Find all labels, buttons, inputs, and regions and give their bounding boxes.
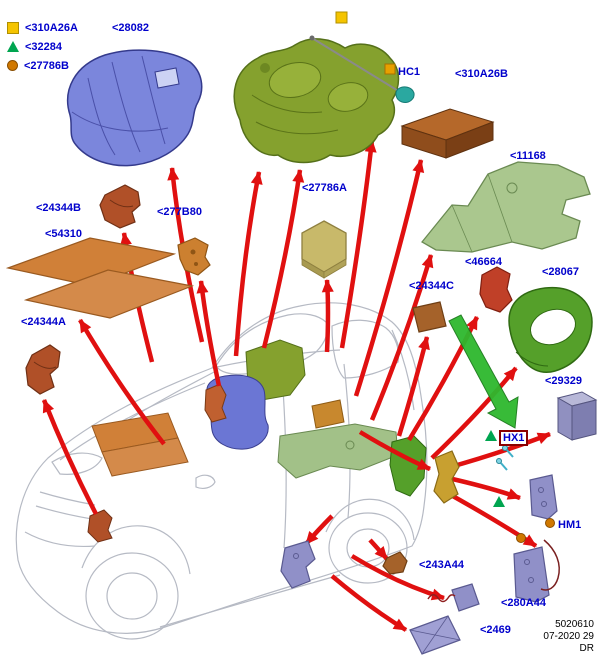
arrow-bracket-bottom (304, 514, 334, 546)
part-277b80 (177, 237, 211, 276)
part-310a26b (400, 108, 495, 159)
installed-floor-panel (277, 423, 399, 479)
arrow-24344a (41, 399, 98, 516)
part-label-243a44[interactable]: <243A44 (419, 559, 464, 571)
installed-bracket-orange (204, 383, 227, 423)
part-28082 (66, 49, 203, 167)
green-triangle-marker-2 (493, 496, 505, 507)
arrow-310a26b (353, 159, 425, 397)
part-label-24344c[interactable]: <24344C (409, 280, 454, 292)
arrow-27786a (321, 279, 334, 353)
arrow-cowl-yellow (358, 430, 431, 472)
orange-circle-marker-2 (516, 533, 526, 543)
arrow-24344c (396, 336, 430, 437)
doc-code: DR (579, 643, 594, 654)
arrow-277b80 (196, 280, 222, 387)
part-label-277b80[interactable]: <277B80 (157, 206, 202, 218)
orange-square-marker-hc1 (384, 63, 396, 75)
arrow-28067 (430, 366, 518, 460)
installed-rocker-red (87, 509, 113, 543)
part-11168 (421, 161, 591, 253)
legend-item: <310A26A (7, 18, 78, 37)
installed-pad-orange (311, 399, 345, 429)
symbol-markers (335, 11, 555, 543)
orange-circle-icon (7, 60, 18, 71)
part-dash-insulator (233, 38, 400, 164)
part-24344b (99, 184, 141, 229)
arrow-29329 (446, 431, 551, 471)
installed-sheet-2 (101, 437, 189, 477)
green-triangle-icon (7, 41, 19, 52)
part-panel-right (529, 474, 558, 520)
antenna-rod (309, 35, 415, 103)
hc1-grommet (395, 86, 415, 103)
footer: 5020610 07-2020 29 DR (543, 619, 594, 655)
doc-revision: 07-2020 29 (543, 631, 594, 642)
part-280a44 (427, 583, 480, 612)
part-label-hc1[interactable]: HC1 (398, 66, 421, 78)
part-label-46664[interactable]: <46664 (465, 256, 503, 268)
car-wireframe (15, 302, 428, 640)
legend-label: <32284 (25, 40, 63, 53)
part-label-54310[interactable]: <54310 (45, 228, 83, 240)
part-cowl-yellow (433, 450, 460, 504)
part-label-hx1[interactable]: HX1 (499, 430, 529, 446)
arrow-54310 (78, 318, 166, 446)
installed-quarter-green (389, 435, 427, 497)
part-2469 (409, 615, 461, 655)
part-label-29329[interactable]: <29329 (545, 375, 583, 387)
arrow-antenna (339, 139, 377, 349)
exploded-parts (5, 38, 598, 655)
screw-icon (496, 458, 508, 471)
legend: <310A26A <32284 <27786B (7, 18, 78, 75)
installed-parts (87, 339, 427, 543)
part-bracket-bottom (280, 540, 316, 589)
legend-label: <27786B (24, 59, 69, 72)
part-label-hm1[interactable]: HM1 (558, 519, 582, 531)
yellow-square-marker (335, 11, 348, 24)
part-54310 (5, 237, 195, 319)
part-hm1-panel (513, 539, 560, 603)
legend-label: <310A26A (25, 21, 78, 34)
installed-floor-panel-hole (345, 440, 355, 450)
part-46664 (479, 266, 513, 313)
part-label-11168[interactable]: <11168 (510, 150, 546, 162)
part-label-24344b[interactable]: <24344B (36, 202, 81, 214)
arrow-dash-mid (261, 169, 305, 349)
arrow-dash-left (233, 171, 263, 357)
legend-item: <27786B (7, 56, 78, 75)
green-triangle-marker-hx1 (485, 430, 497, 441)
legend-item: <32284 (7, 37, 78, 56)
highlight-arrow (448, 314, 519, 429)
yellow-square-icon (7, 21, 19, 34)
arrow-11168 (369, 254, 434, 421)
part-27786a (301, 220, 347, 279)
part-label-2469[interactable]: <2469 (480, 624, 511, 636)
part-label-28067[interactable]: <28067 (542, 266, 580, 278)
doc-number: 5020610 (555, 619, 594, 630)
part-label-27786a[interactable]: <27786A (302, 182, 347, 194)
part-24344a (25, 344, 61, 395)
part-label-280a44[interactable]: <280A44 (501, 597, 546, 609)
part-24344c (412, 301, 447, 333)
part-label-28082[interactable]: <28082 (112, 22, 150, 34)
part-29329 (556, 391, 598, 441)
arrow-243a44 (368, 538, 389, 561)
orange-circle-marker-hm1 (545, 518, 555, 528)
part-243a44 (382, 551, 408, 575)
arrow-panel-right (447, 475, 521, 501)
arrow-2469 (330, 574, 408, 632)
part-label-310a26b[interactable]: <310A26B (455, 68, 508, 80)
part-28067 (508, 286, 593, 373)
part-label-24344a[interactable]: <24344A (21, 316, 66, 328)
